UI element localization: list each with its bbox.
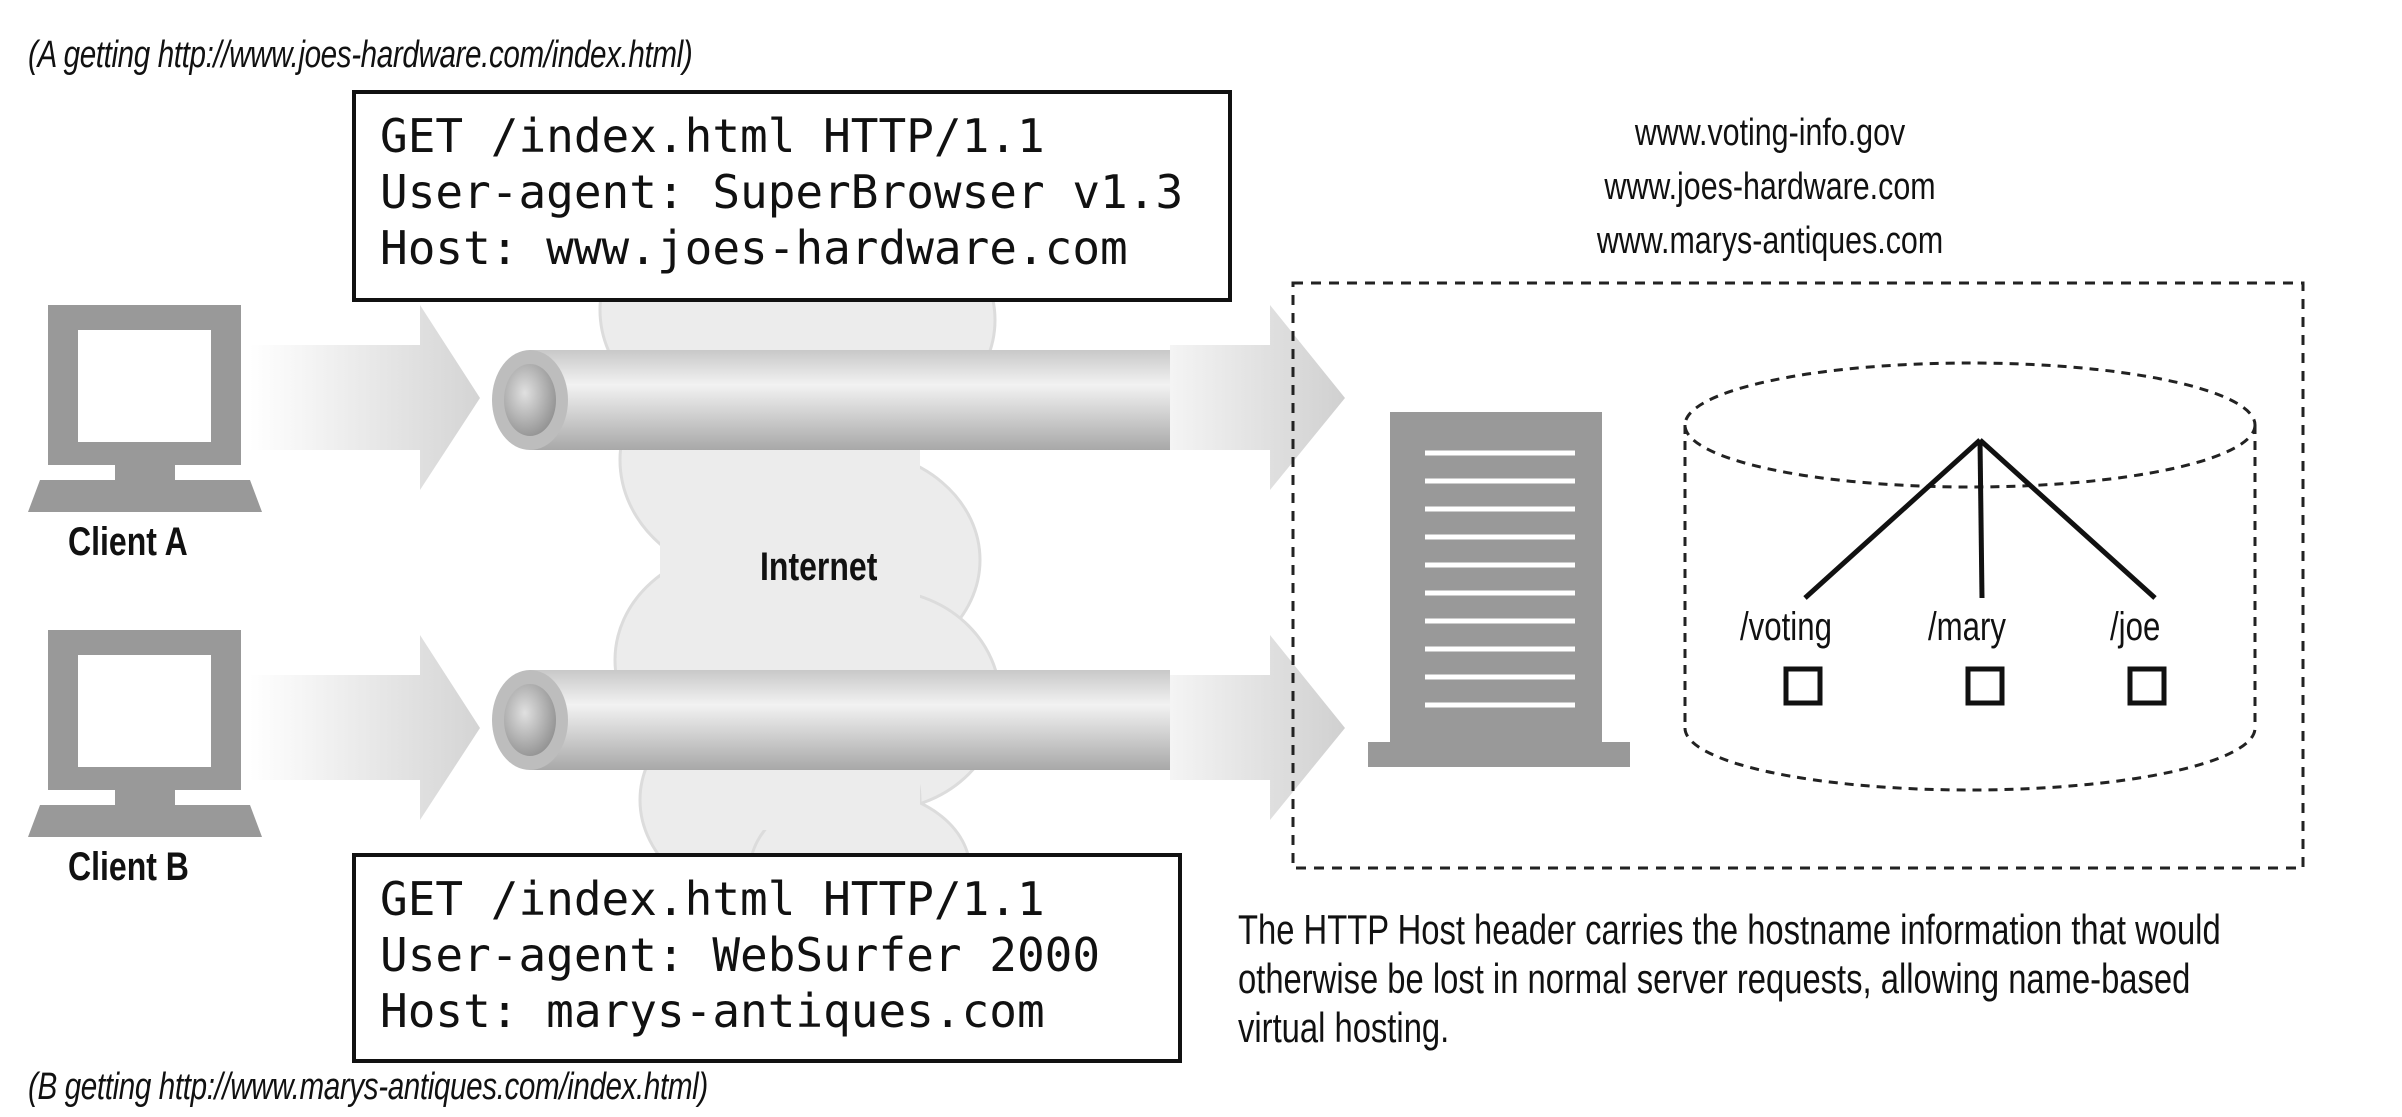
path-mary-label: /mary bbox=[1928, 605, 2006, 649]
caption-client-b-request: (B getting http://www.marys-antiques.com… bbox=[28, 1066, 708, 1108]
request-b-line-3: Host: marys-antiques.com bbox=[380, 984, 1045, 1038]
note-line-2: otherwise be lost in normal server reque… bbox=[1238, 955, 2191, 1002]
client-a-computer-icon bbox=[28, 305, 262, 512]
request-b-line-1: GET /index.html HTTP/1.1 bbox=[380, 872, 1045, 926]
request-a-line-2: User-agent: SuperBrowser v1.3 bbox=[380, 165, 1184, 219]
arrow-internet-to-server-b bbox=[1170, 635, 1345, 820]
request-a-box: GET /index.html HTTP/1.1 User-agent: Sup… bbox=[352, 90, 1232, 302]
path-joe-label: /joe bbox=[2110, 605, 2161, 649]
note-line-3: virtual hosting. bbox=[1238, 1004, 1450, 1051]
note-line-1: The HTTP Host header carries the hostnam… bbox=[1238, 906, 2221, 953]
request-b-line-2: User-agent: WebSurfer 2000 bbox=[380, 928, 1101, 982]
host-name-joes: www.joes-hardware.com bbox=[1604, 166, 1936, 208]
path-voting-label: /voting bbox=[1740, 605, 1832, 649]
pipe-client-a bbox=[492, 350, 1170, 450]
arrow-client-b-to-internet bbox=[250, 635, 480, 820]
pipe-client-b bbox=[492, 670, 1170, 770]
arrow-internet-to-server-a bbox=[1170, 305, 1345, 490]
virtual-host-boundary bbox=[1291, 281, 2305, 870]
host-name-marys: www.marys-antiques.com bbox=[1596, 220, 1944, 262]
file-square-icon bbox=[2127, 666, 2167, 706]
client-b-computer-icon bbox=[28, 630, 262, 837]
host-name-voting: www.voting-info.gov bbox=[1634, 112, 1906, 154]
docroot-tree-lines bbox=[1803, 438, 2157, 600]
docroot-storage-icon bbox=[1683, 361, 2257, 792]
web-server-icon bbox=[1368, 412, 1630, 767]
request-a-line-3: Host: www.joes-hardware.com bbox=[380, 221, 1128, 275]
caption-client-a-request: (A getting http://www.joes-hardware.com/… bbox=[28, 34, 693, 76]
client-a-label: Client A bbox=[68, 520, 188, 564]
file-square-icon bbox=[1965, 666, 2005, 706]
arrow-client-a-to-internet bbox=[250, 305, 480, 490]
request-a-line-1: GET /index.html HTTP/1.1 bbox=[380, 109, 1045, 163]
internet-label: Internet bbox=[760, 545, 878, 589]
file-square-icon bbox=[1783, 666, 1823, 706]
diagram-explanation-note: The HTTP Host header carries the hostnam… bbox=[1238, 905, 2221, 1052]
client-b-label: Client B bbox=[68, 845, 189, 889]
request-b-box: GET /index.html HTTP/1.1 User-agent: Web… bbox=[352, 853, 1182, 1063]
